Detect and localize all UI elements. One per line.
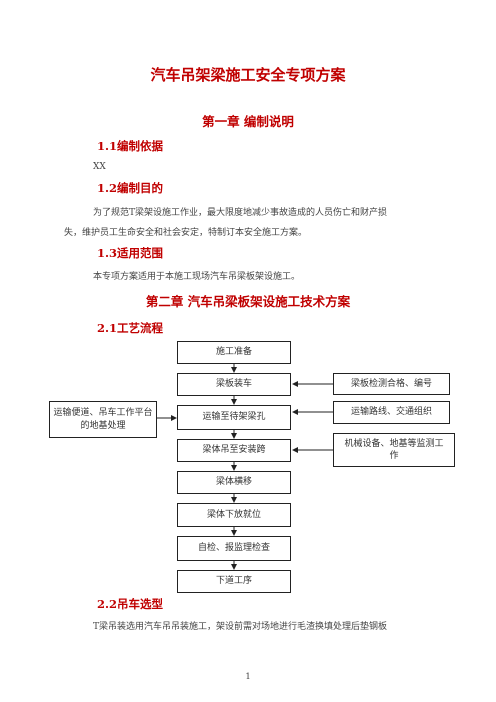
- section-1-2-heading: 1.2编制目的: [97, 181, 164, 195]
- flow-step-4: 梁体吊至安装跨: [177, 439, 291, 462]
- section-2-2-heading: 2.2吊车选型: [97, 597, 164, 611]
- flow-step-6: 梁体下放就位: [177, 503, 291, 527]
- flow-step-2: 梁板装车: [177, 373, 291, 396]
- section-1-1-text: XX: [93, 162, 106, 172]
- flow-step-7: 自检、报监理检查: [177, 536, 291, 561]
- flow-step-8: 下道工序: [177, 570, 291, 593]
- section-1-2-line-1: 为了规范T梁架设施工作业，最大限度地减少事故造成的人员伤亡和财产损: [93, 208, 388, 218]
- document-title: 汽车吊架梁施工安全专项方案: [150, 66, 346, 84]
- flow-side-right-3: 机械设备、地基等监测工作: [333, 433, 455, 467]
- section-1-2-line-2: 失，维护员工生命安全和社会安定，特制订本安全施工方案。: [64, 228, 308, 238]
- section-1-1-heading: 1.1编制依据: [97, 139, 164, 153]
- section-2-2-text: T梁吊装选用汽车吊吊装施工，架设前需对场地进行毛渣换填处理后垫钢板: [93, 622, 388, 632]
- section-1-3-heading: 1.3适用范围: [97, 246, 164, 260]
- flow-side-right-1: 梁板检测合格、编号: [333, 373, 450, 395]
- section-2-1-heading: 2.1工艺流程: [97, 321, 164, 335]
- page-number: 1: [245, 672, 251, 681]
- section-1-3-text: 本专项方案适用于本施工现场汽车吊梁板架设施工。: [93, 272, 301, 282]
- chapter-2-heading: 第二章 汽车吊梁板架设施工技术方案: [145, 294, 351, 309]
- flow-step-3: 运输至待架梁孔: [177, 405, 291, 430]
- chapter-1-heading: 第一章 编制说明: [202, 114, 294, 129]
- flow-step-5: 梁体横移: [177, 471, 291, 494]
- flow-step-1: 施工准备: [177, 341, 291, 364]
- flow-side-left: 运输便道、吊车工作平台的地基处理: [49, 401, 157, 438]
- flow-side-right-2: 运输路线、交通组织: [333, 401, 450, 424]
